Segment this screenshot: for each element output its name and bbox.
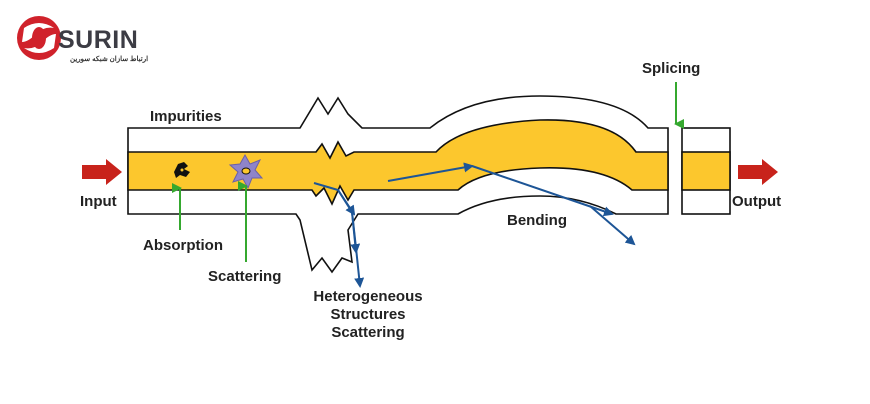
surin-logo: SURIN ارتباط سازان شبکه سورین <box>14 12 154 72</box>
label-input: Input <box>80 193 117 210</box>
bending-ray-3 <box>589 205 636 246</box>
output-arrow-icon <box>738 159 778 185</box>
label-scattering: Scattering <box>208 268 282 285</box>
bending-ray-1 <box>387 162 474 182</box>
hetero-scatter-ray-branch <box>337 189 356 216</box>
label-hetero-line-1: Heterogeneous <box>313 288 423 305</box>
label-hetero-line-3: Scattering <box>331 324 405 341</box>
logo-wordmark: SURIN <box>58 26 139 54</box>
input-arrow-icon <box>82 159 122 185</box>
label-splicing: Splicing <box>642 60 701 77</box>
fiber-main <box>127 95 669 274</box>
fiber-after-splice <box>681 127 731 215</box>
label-heterogeneous-scattering: Heterogeneous Structures Scattering <box>300 288 436 342</box>
hetero-scatter-ray-branch-2 <box>350 211 361 254</box>
surin-logo-icon <box>17 16 61 60</box>
absorption-particle-icon <box>174 162 190 178</box>
scattering-star-icon <box>228 153 264 190</box>
logo-tagline: ارتباط سازان شبکه سورین <box>70 56 149 63</box>
bending-ray-2 <box>471 165 614 217</box>
label-output: Output <box>732 193 782 210</box>
label-bending: Bending <box>507 212 567 229</box>
label-hetero-line-2: Structures <box>330 306 406 323</box>
fiber-core <box>127 119 669 206</box>
label-absorption: Absorption <box>143 237 223 254</box>
label-impurities: Impurities <box>150 108 222 125</box>
